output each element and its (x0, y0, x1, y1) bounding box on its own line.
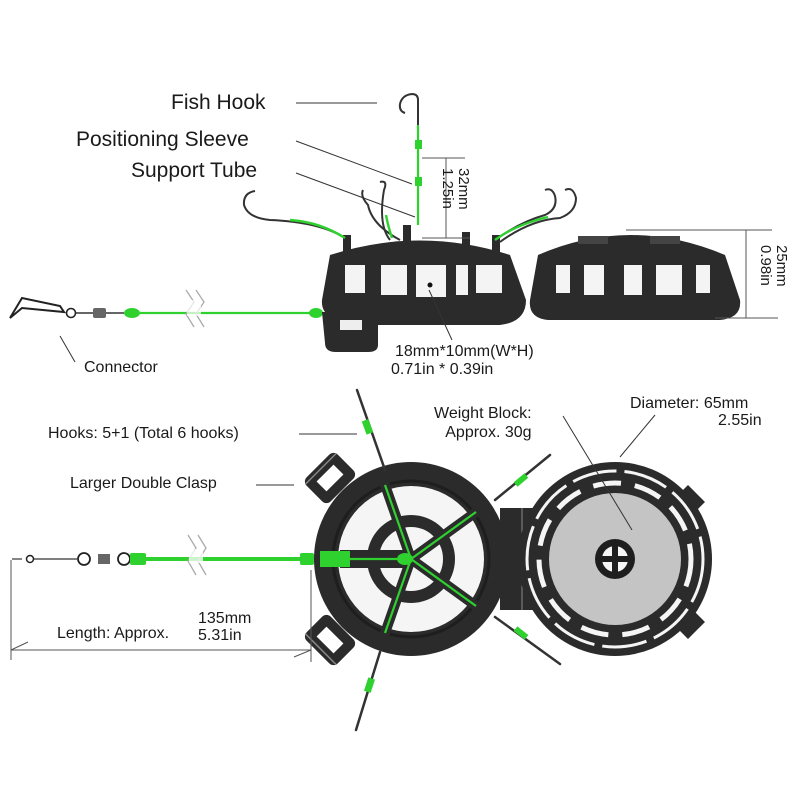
green-wires (320, 484, 477, 634)
label-positioning-sleeve: Positioning Sleeve (76, 128, 249, 151)
hook-height-in: 1.25in (439, 168, 457, 209)
weight-line2: Approx. 30g (445, 424, 532, 442)
dimension-hook-height: 32mm 1.25in (439, 168, 472, 210)
window-in: 0.71in * 0.39in (391, 361, 494, 379)
cage-top-left (314, 462, 508, 656)
fish-hook-icon (242, 190, 346, 239)
fish-hook-icon (398, 92, 419, 225)
hook-height-mm: 32mm (455, 168, 472, 210)
length-in: 5.31in (198, 626, 242, 644)
snap-clip-icon (9, 296, 66, 319)
diameter-mm: 65mm (703, 395, 749, 412)
label-support-tube: Support Tube (131, 159, 258, 182)
label-weight-block: Weight Block: Approx. 30g (434, 404, 532, 442)
top-view (10, 388, 712, 732)
body-height-mm: 25mm (773, 245, 790, 287)
diameter-in: 2.55in (718, 412, 762, 429)
label-diameter: Diameter: 65mm (630, 396, 748, 412)
connector-leader (59, 335, 76, 363)
fish-hook-icon (361, 189, 401, 241)
crimp-sleeve (124, 308, 140, 318)
top-connector-assembly (12, 534, 314, 576)
cage-top-right (518, 462, 712, 656)
fish-hooks-side (242, 92, 578, 243)
callout-lines-top (256, 414, 656, 531)
label-hooks-count: Hooks: 5+1 (Total 6 hooks) (48, 425, 239, 442)
body-height-in: 0.98in (757, 245, 775, 286)
side-view (9, 92, 778, 363)
connector-assembly (9, 289, 323, 363)
length-mm: 135mm (198, 610, 252, 627)
swivel-ring (65, 307, 77, 319)
swivel-barrel (93, 308, 106, 318)
dimension-window-size: 18mm*10mm(W*H) 0.71in * 0.39in (391, 343, 534, 380)
weight-line1: Weight Block: (434, 405, 532, 422)
fish-hook-icon (499, 188, 578, 243)
window-mm: 18mm*10mm(W*H) (395, 343, 534, 360)
dimension-body-height: 25mm 0.98in (757, 245, 790, 287)
dimension-length: 135mm 5.31in (198, 610, 252, 645)
dimension-lines-side (422, 157, 778, 319)
fish-hooks-top (354, 388, 562, 732)
label-fish-hook: Fish Hook (171, 91, 266, 114)
cage-body-left (321, 225, 526, 352)
label-double-clasp: Larger Double Clasp (70, 475, 217, 492)
label-length: Length: Approx. (57, 625, 170, 642)
cage-body-right (529, 235, 741, 320)
callout-lines-side (295, 102, 453, 341)
double-clasp (304, 452, 356, 666)
label-connector: Connector (84, 359, 158, 376)
diameter-label: Diameter: (630, 395, 700, 412)
length-dimension (10, 560, 312, 662)
fish-hook-icon (494, 188, 557, 241)
